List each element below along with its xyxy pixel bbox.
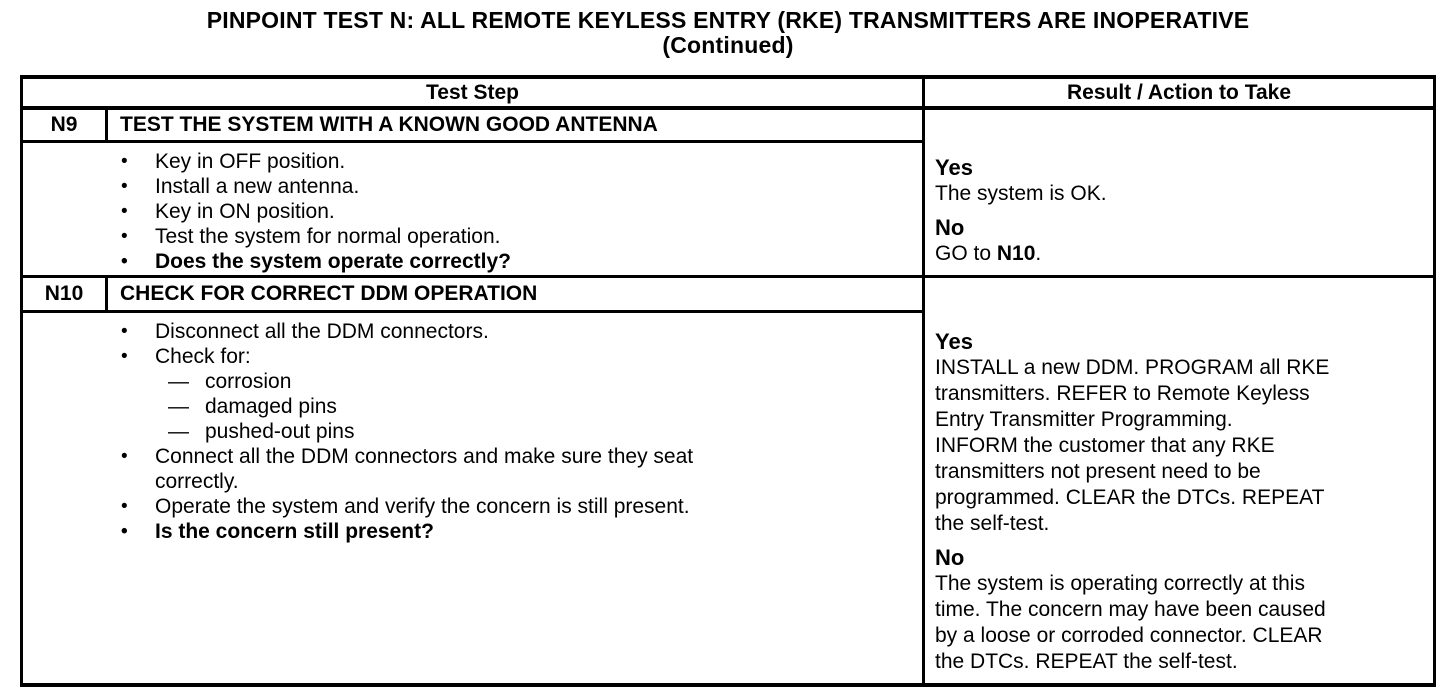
step-row-n9: N9 TEST THE SYSTEM WITH A KNOWN GOOD ANT…: [23, 110, 1433, 278]
column-header-test-step: Test Step: [23, 79, 925, 106]
step-n9-header: N9 TEST THE SYSTEM WITH A KNOWN GOOD ANT…: [23, 110, 922, 143]
page-title: PINPOINT TEST N: ALL REMOTE KEYLESS ENTR…: [0, 8, 1456, 58]
list-item-text: Operate the system and verify the concer…: [155, 495, 690, 518]
dash-icon: —: [168, 395, 189, 418]
sub-list-item: — damaged pins: [23, 394, 922, 419]
list-item-text: Is the concern still present?: [155, 520, 434, 543]
bullet-icon: •: [121, 226, 128, 247]
page-title-continued: (Continued): [662, 32, 794, 58]
step-n9-result-cell: Yes The system is OK. No GO to N10.: [925, 110, 1433, 275]
sub-list-item-text: damaged pins: [205, 395, 337, 418]
page-title-line1: PINPOINT TEST N: ALL REMOTE KEYLESS ENTR…: [206, 7, 1250, 33]
list-item-text: Does the system operate correctly?: [155, 250, 511, 273]
sub-list-item: — corrosion: [23, 369, 922, 394]
step-n10-id: N10: [23, 278, 108, 310]
list-item: • Connect all the DDM connectors and make…: [23, 444, 922, 494]
step-n9-title: TEST THE SYSTEM WITH A KNOWN GOOD ANTENN…: [120, 113, 658, 136]
step-n9-instructions: • Key in OFF position. • Install a new ant…: [23, 143, 922, 275]
step-n10-result-cell: Yes INSTALL a new DDM. PROGRAM all RKE t…: [925, 278, 1433, 683]
step-n10-test-step-cell: N10 CHECK FOR CORRECT DDM OPERATION • Dis…: [23, 278, 925, 683]
step-n10-header: N10 CHECK FOR CORRECT DDM OPERATION: [23, 278, 922, 313]
list-item-text: Install a new antenna.: [155, 175, 360, 198]
list-item-text: Check for:: [155, 345, 251, 368]
list-item-text: Key in ON position.: [155, 200, 335, 223]
step-n9-id: N9: [23, 110, 108, 140]
bullet-icon: •: [121, 521, 128, 542]
bullet-icon: •: [121, 251, 128, 272]
list-item: • Operate the system and verify the conce…: [23, 494, 922, 519]
list-item-text: Key in OFF position.: [155, 150, 346, 173]
column-header-result-action: Result / Action to Take: [1066, 80, 1292, 104]
list-item-question: • Does the system operate correctly?: [23, 249, 922, 274]
result-no-label: No: [935, 215, 965, 240]
table-header-row: Test Step Result / Action to Take: [23, 79, 1433, 110]
list-item: • Disconnect all the DDM connectors.: [23, 319, 922, 344]
bullet-icon: •: [121, 496, 128, 517]
result-yes-paragraph-2: INFORM the customer that any RKE transmi…: [935, 434, 1325, 535]
bullet-icon: •: [121, 321, 128, 342]
list-item-text: Disconnect all the DDM connectors.: [155, 320, 489, 343]
goto-text-pre: GO to: [935, 242, 997, 265]
bullet-icon: •: [121, 176, 128, 197]
list-item: • Install a new antenna.: [23, 174, 922, 199]
step-n10-title: CHECK FOR CORRECT DDM OPERATION: [120, 282, 538, 305]
pinpoint-test-table: Test Step Result / Action to Take N9 TES…: [20, 75, 1436, 687]
list-item-question: • Is the concern still present?: [23, 519, 922, 544]
result-yes-paragraph-1: INSTALL a new DDM. PROGRAM all RKE trans…: [935, 356, 1330, 431]
result-yes-label: Yes: [935, 329, 973, 354]
list-item: • Check for:: [23, 344, 922, 369]
result-no-text: The system is operating correctly at thi…: [935, 572, 1326, 673]
step-n9-test-step-cell: N9 TEST THE SYSTEM WITH A KNOWN GOOD ANT…: [23, 110, 925, 275]
result-no-text: GO to N10.: [935, 241, 1429, 267]
step-n10-instructions: • Disconnect all the DDM connectors. • Che…: [23, 313, 922, 683]
result-no-label: No: [935, 545, 965, 570]
dash-icon: —: [168, 370, 189, 393]
goto-text-post: .: [1035, 242, 1042, 265]
list-item-text: Connect all the DDM connectors and make …: [155, 445, 694, 493]
bullet-icon: •: [121, 446, 128, 467]
list-item-text: Test the system for normal operation.: [155, 225, 501, 248]
step-row-n10: N10 CHECK FOR CORRECT DDM OPERATION • Dis…: [23, 278, 1433, 683]
bullet-icon: •: [121, 201, 128, 222]
list-item: • Key in OFF position.: [23, 149, 922, 174]
list-item: • Key in ON position.: [23, 199, 922, 224]
sub-list-item: — pushed-out pins: [23, 419, 922, 444]
bullet-icon: •: [121, 151, 128, 172]
result-yes-label: Yes: [935, 155, 973, 180]
result-yes-text: The system is OK.: [935, 182, 1107, 205]
list-item: • Test the system for normal operation.: [23, 224, 922, 249]
sub-list-item-text: pushed-out pins: [205, 420, 355, 443]
goto-step-reference: N10: [996, 242, 1036, 265]
dash-icon: —: [168, 420, 189, 443]
sub-list-item-text: corrosion: [205, 370, 292, 393]
bullet-icon: •: [121, 346, 128, 367]
